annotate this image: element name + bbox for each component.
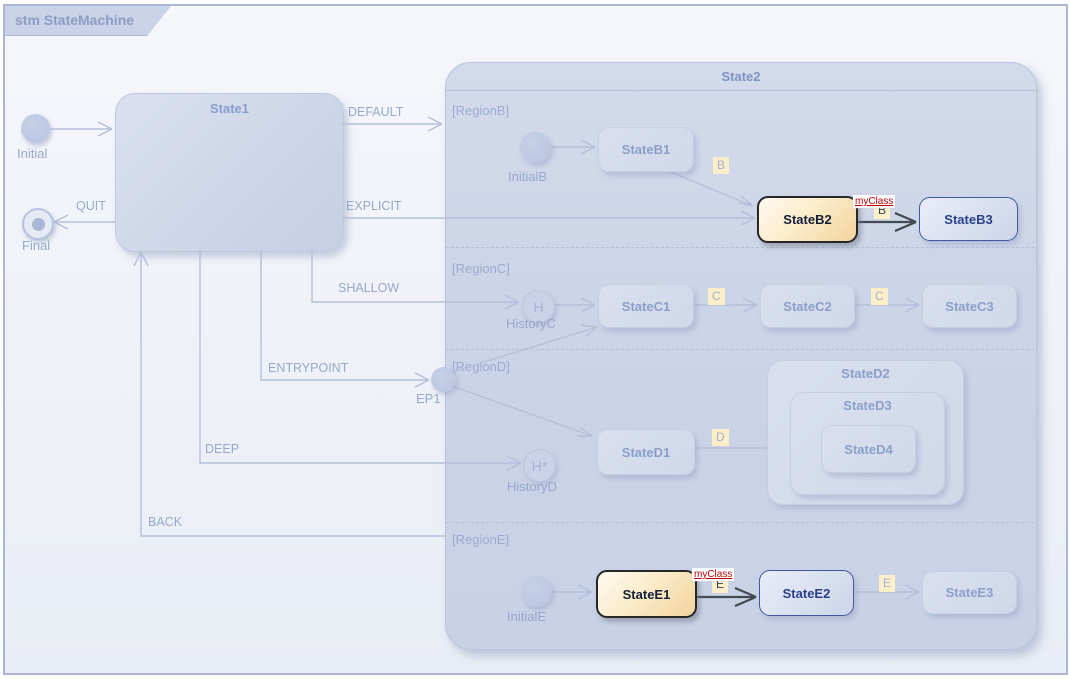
explicit-label[interactable]: EXPLICIT <box>346 199 402 213</box>
initiale-label: InitialE <box>507 609 547 624</box>
transition-e1-to-e2[interactable] <box>692 586 757 608</box>
region-c-label: [RegionC] <box>452 261 510 276</box>
transition-initialb-to-b1[interactable] <box>552 139 596 155</box>
state-e3-title: StateE3 <box>945 585 994 600</box>
transition-initiale-to-e1[interactable] <box>552 584 593 600</box>
default-label[interactable]: DEFAULT <box>348 105 404 119</box>
state-e2-title: StateE2 <box>782 585 831 601</box>
trigger-c1-label[interactable]: C <box>708 288 725 305</box>
state-d3-title: StateD3 <box>843 398 892 413</box>
stereotype-b-label[interactable]: myClass <box>853 195 896 208</box>
state-c1[interactable]: StateC1 <box>598 284 694 328</box>
region-e-label: [RegionE] <box>452 532 510 547</box>
state-d2-title: StateD2 <box>841 366 890 381</box>
initial-node[interactable] <box>21 114 50 143</box>
historyd-glyph: H* <box>531 457 548 474</box>
ep1-label: EP1 <box>416 391 441 406</box>
frame-tab: stm StateMachine <box>5 6 171 36</box>
initial-label: Initial <box>17 146 48 161</box>
region-separator-cd <box>446 349 1034 350</box>
state-d1[interactable]: StateD1 <box>597 429 695 475</box>
transition-e2-to-e3[interactable] <box>853 584 920 600</box>
trigger-d1-label[interactable]: D <box>712 429 729 446</box>
historyc-label: HistoryC <box>506 316 556 331</box>
state-e1[interactable]: StateE1 <box>596 570 697 618</box>
transition-quit[interactable] <box>53 214 115 230</box>
transition-back[interactable] <box>133 251 445 537</box>
state-c3[interactable]: StateC3 <box>922 284 1017 328</box>
state-d4-title: StateD4 <box>844 441 893 457</box>
state-d1-title: StateD1 <box>621 444 671 460</box>
final-label: Final <box>22 238 51 253</box>
state-d4[interactable]: StateD4 <box>821 425 916 473</box>
trigger-e2-label[interactable]: E <box>879 575 896 592</box>
transition-default[interactable] <box>342 116 443 132</box>
trigger-b1-label[interactable]: B <box>713 157 730 174</box>
ep1-node[interactable] <box>431 367 456 392</box>
transition-historyc-to-c1[interactable] <box>553 297 596 313</box>
shallow-label[interactable]: SHALLOW <box>338 281 400 295</box>
historyd-label: HistoryD <box>507 479 557 494</box>
state-e1-title: StateE1 <box>622 586 671 602</box>
transition-b1-to-b2[interactable] <box>667 170 754 207</box>
transition-initial-to-state1[interactable] <box>50 121 113 137</box>
transition-ep1-to-c1[interactable] <box>451 324 598 373</box>
state-e3[interactable]: StateE3 <box>922 571 1017 614</box>
state-e2[interactable]: StateE2 <box>759 570 854 616</box>
initialb-node[interactable] <box>520 132 551 163</box>
state-c2-title: StateC2 <box>783 298 832 314</box>
transition-shallow[interactable] <box>311 250 520 310</box>
final-node[interactable] <box>22 208 54 240</box>
state-b3[interactable]: StateB3 <box>919 197 1018 241</box>
region-separator-de <box>446 522 1034 523</box>
quit-label[interactable]: QUIT <box>76 199 106 213</box>
back-label[interactable]: BACK <box>148 515 183 529</box>
entrypoint-label[interactable]: ENTRYPOINT <box>268 361 349 375</box>
transition-deep[interactable] <box>199 250 522 471</box>
region-separator-bc <box>446 247 1034 248</box>
state-b1-title: StateB1 <box>621 142 671 157</box>
state-state1[interactable]: State1 <box>115 93 344 252</box>
state-c2[interactable]: StateC2 <box>760 284 855 328</box>
region-b-label: [RegionB] <box>452 103 510 118</box>
historyc-glyph: H <box>533 298 544 315</box>
historyd-node[interactable]: H* <box>523 449 556 482</box>
state-b2[interactable]: StateB2 <box>757 196 858 243</box>
transition-explicit[interactable] <box>342 210 756 226</box>
deep-label[interactable]: DEEP <box>205 442 240 456</box>
frame-tab-label: stm StateMachine <box>15 12 135 28</box>
state-c1-title: StateC1 <box>621 298 671 314</box>
stereotype-e-label[interactable]: myClass <box>692 568 735 581</box>
final-node-core <box>31 217 45 231</box>
state-d2[interactable]: StateD2 StateD3 StateD4 <box>767 360 964 505</box>
historyc-node[interactable]: H <box>522 290 555 323</box>
transition-c2-to-c3[interactable] <box>853 297 920 313</box>
state1-title: State1 <box>209 101 250 116</box>
region-d-label: [RegionD] <box>452 359 510 374</box>
transition-b2-to-b3[interactable] <box>853 211 917 233</box>
state-d3[interactable]: StateD3 StateD4 <box>790 392 945 495</box>
transition-entrypoint[interactable] <box>260 250 430 388</box>
transition-c1-to-c2[interactable] <box>692 297 758 313</box>
state-b3-title: StateB3 <box>944 211 993 227</box>
state2-title: State2 <box>446 63 1036 91</box>
initiale-node[interactable] <box>521 576 552 607</box>
transition-ep1-to-d1[interactable] <box>451 385 593 437</box>
state-c3-title: StateC3 <box>945 298 994 314</box>
state-b2-title: StateB2 <box>783 212 832 227</box>
initialb-label: InitialB <box>508 169 548 184</box>
trigger-c2-label[interactable]: C <box>871 288 888 305</box>
state-b1[interactable]: StateB1 <box>598 127 694 172</box>
